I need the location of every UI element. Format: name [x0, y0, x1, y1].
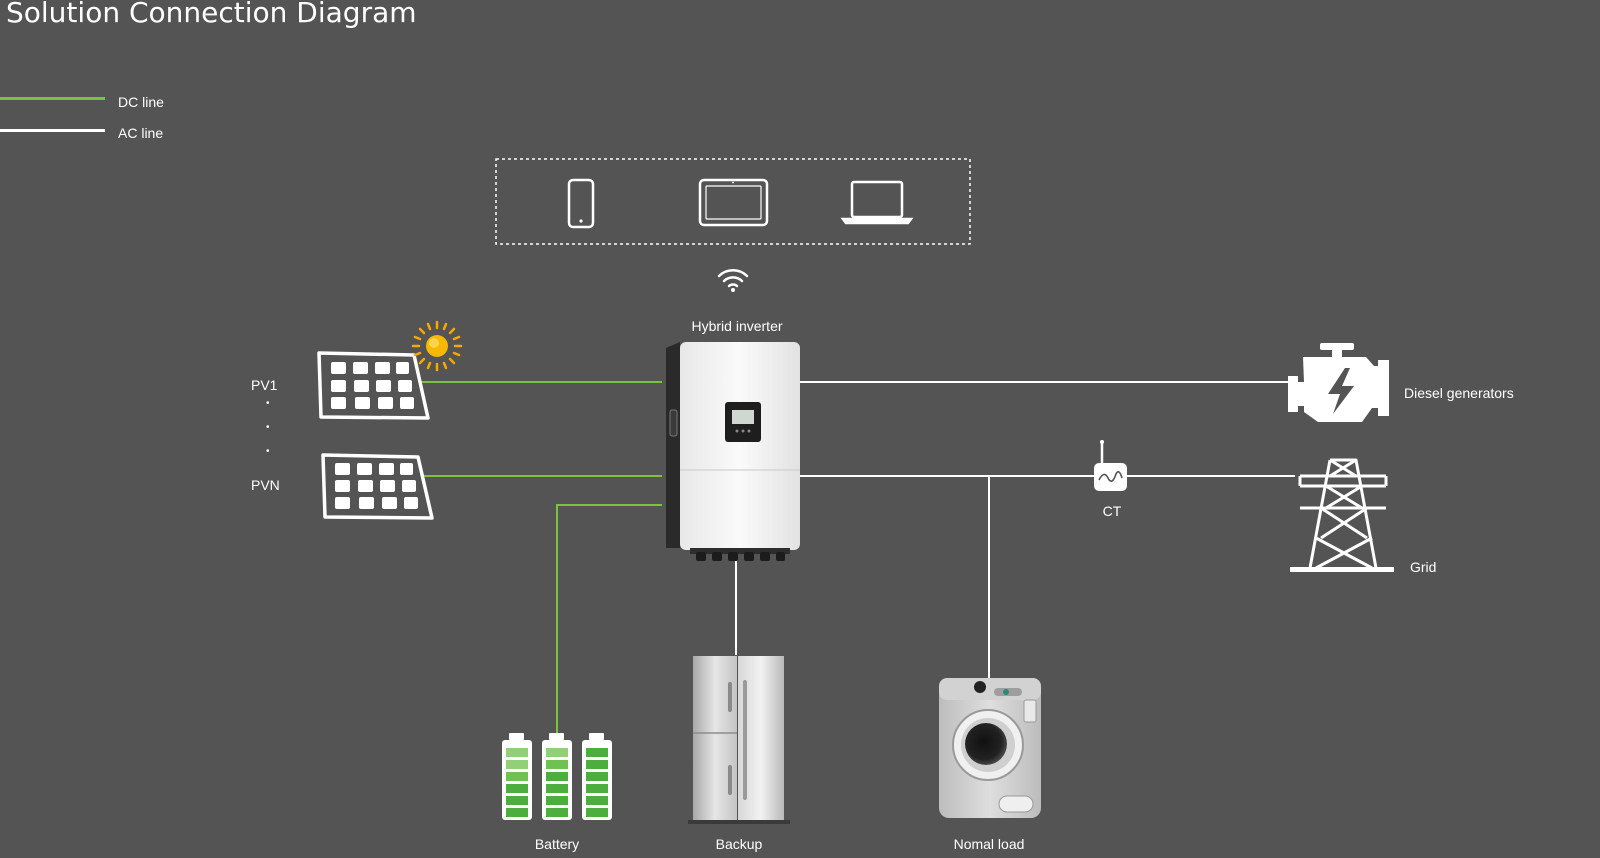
ct-label: CT [1102, 503, 1122, 519]
normal-load-label: Nomal load [953, 836, 1025, 852]
legend-dc-swatch [0, 97, 105, 100]
legend-ac-label: AC line [118, 125, 164, 141]
backup-label: Backup [715, 836, 763, 852]
grid-label: Grid [1410, 559, 1437, 575]
pv-dot-3: • [266, 446, 270, 457]
legend-ac-swatch [0, 129, 105, 132]
pvn-label: PVN [251, 477, 280, 493]
pv-dot-2: • [266, 422, 270, 433]
battery-label: Battery [534, 836, 580, 852]
pv1-label: PV1 [251, 377, 278, 393]
pv-dot-1: • [266, 398, 270, 409]
diesel-generator-label: Diesel generators [1404, 385, 1514, 401]
legend-dc-label: DC line [118, 94, 164, 110]
dc-line-battery [556, 504, 662, 735]
page-title: Solution Connection Diagram [6, 0, 417, 29]
inverter-label: Hybrid inverter [691, 318, 783, 334]
